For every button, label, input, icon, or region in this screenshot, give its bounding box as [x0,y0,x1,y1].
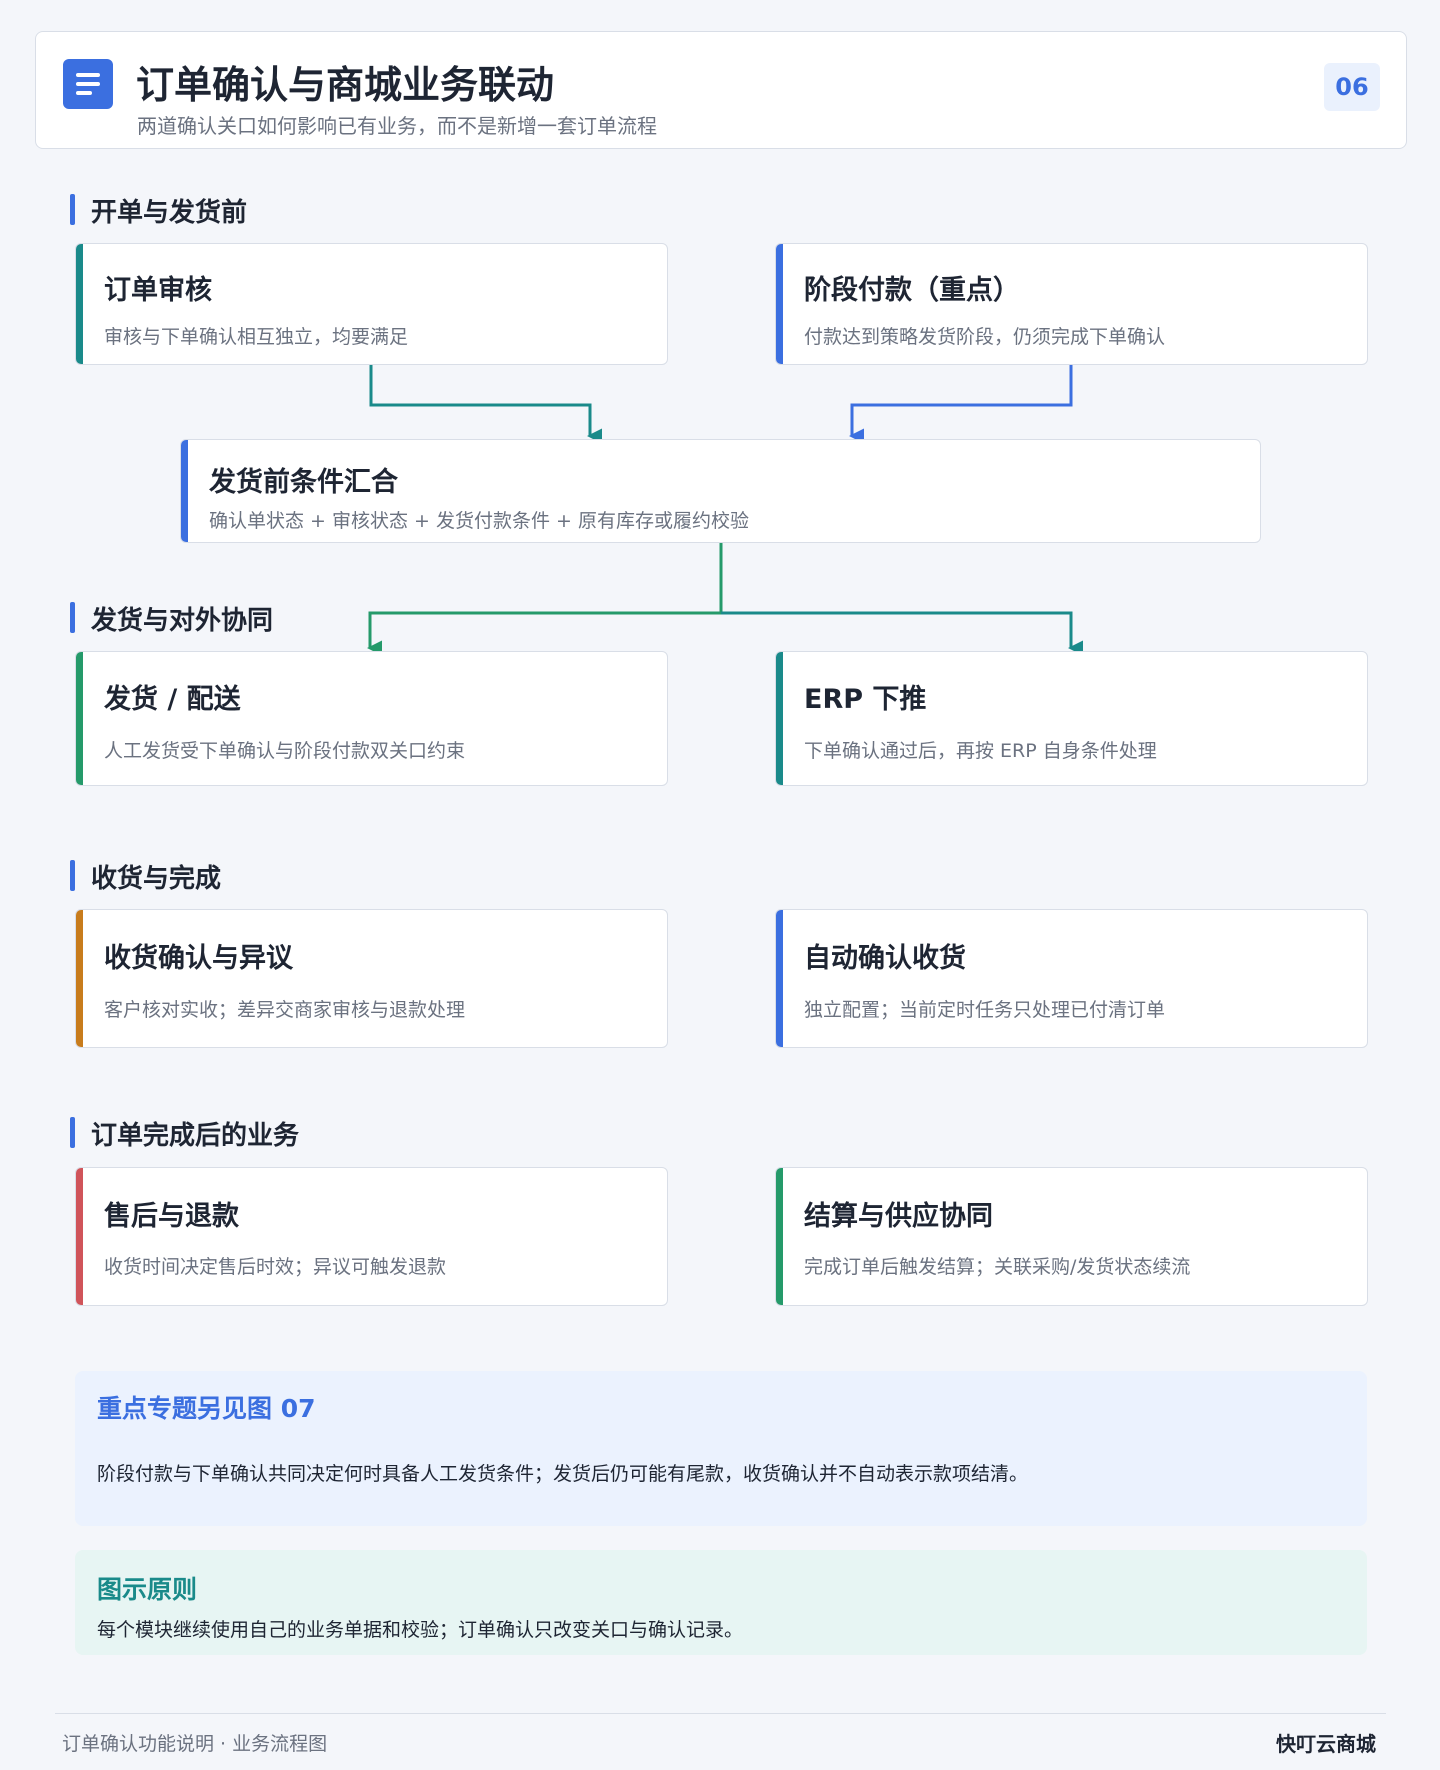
card-delivery: 发货 / 配送 人工发货受下单确认与阶段付款双关口约束 [75,651,668,786]
section-receiving: 收货与完成 [70,858,221,895]
card-settlement: 结算与供应协同 完成订单后触发结算；关联采购/发货状态续流 [775,1167,1368,1306]
card-description: 确认单状态 + 审核状态 + 发货付款条件 + 原有库存或履约校验 [209,510,749,532]
card-pre-ship-conditions: 发货前条件汇合 确认单状态 + 审核状态 + 发货付款条件 + 原有库存或履约校… [180,439,1261,543]
connector-conditions-to-delivery [367,543,723,656]
card-title: 发货前条件汇合 [209,467,398,498]
section-pre-shipping: 开单与发货前 [70,192,247,229]
note-text: 阶段付款与下单确认共同决定何时具备人工发货条件；发货后仍可能有尾款，收货确认并不… [97,1463,1029,1485]
page-subtitle: 两道确认关口如何影响已有业务，而不是新增一套订单流程 [137,114,657,138]
page-header: 订单确认与商城业务联动 两道确认关口如何影响已有业务，而不是新增一套订单流程 0… [35,31,1407,149]
card-description: 人工发货受下单确认与阶段付款双关口约束 [104,740,466,762]
card-auto-receipt: 自动确认收货 独立配置；当前定时任务只处理已付清订单 [775,909,1368,1048]
card-title: 结算与供应协同 [804,1201,993,1232]
card-stage-payment: 阶段付款（重点） 付款达到策略发货阶段，仍须完成下单确认 [775,243,1368,365]
card-receipt-confirm: 收货确认与异议 客户核对实收；差异交商家审核与退款处理 [75,909,668,1048]
card-order-review: 订单审核 审核与下单确认相互独立，均要满足 [75,243,668,365]
card-title: 阶段付款（重点） [804,275,1020,306]
page-number-badge: 06 [1324,63,1380,111]
note-title: 重点专题另见图 07 [97,1394,316,1423]
card-description: 下单确认通过后，再按 ERP 自身条件处理 [804,740,1157,762]
card-title: 发货 / 配送 [104,684,241,715]
card-description: 独立配置；当前定时任务只处理已付清订单 [804,999,1166,1021]
card-erp-push: ERP 下推 下单确认通过后，再按 ERP 自身条件处理 [775,651,1368,786]
footer-caption: 订单确认功能说明 · 业务流程图 [62,1733,328,1755]
card-description: 客户核对实收；差异交商家审核与退款处理 [104,999,466,1021]
connector-review-to-conditions [369,365,602,444]
note-focus-topic: 重点专题另见图 07 阶段付款与下单确认共同决定何时具备人工发货条件；发货后仍可… [75,1371,1367,1526]
note-text: 每个模块继续使用自己的业务单据和校验；订单确认只改变关口与确认记录。 [97,1619,744,1641]
document-list-icon [63,59,113,109]
card-description: 审核与下单确认相互独立，均要满足 [104,326,409,348]
note-principle: 图示原则 每个模块继续使用自己的业务单据和校验；订单确认只改变关口与确认记录。 [75,1550,1367,1655]
connector-payment-to-conditions [849,365,1073,444]
section-post-order: 订单完成后的业务 [70,1115,299,1152]
connector-conditions-to-erp [721,611,1083,656]
card-title: 收货确认与异议 [104,943,293,974]
page-title: 订单确认与商城业务联动 [136,63,555,107]
card-description: 完成订单后触发结算；关联采购/发货状态续流 [804,1256,1191,1278]
card-title: 售后与退款 [104,1201,239,1232]
card-description: 收货时间决定售后时效；异议可触发退款 [104,1256,447,1278]
card-title: 自动确认收货 [804,943,966,974]
footer-brand: 快叮云商城 [1276,1732,1376,1756]
footer-divider [55,1713,1386,1714]
card-after-sales: 售后与退款 收货时间决定售后时效；异议可触发退款 [75,1167,668,1306]
note-title: 图示原则 [97,1575,198,1604]
card-title: 订单审核 [104,275,212,306]
section-shipping: 发货与对外协同 [70,600,273,637]
card-description: 付款达到策略发货阶段，仍须完成下单确认 [804,326,1166,348]
card-title: ERP 下推 [804,684,927,715]
